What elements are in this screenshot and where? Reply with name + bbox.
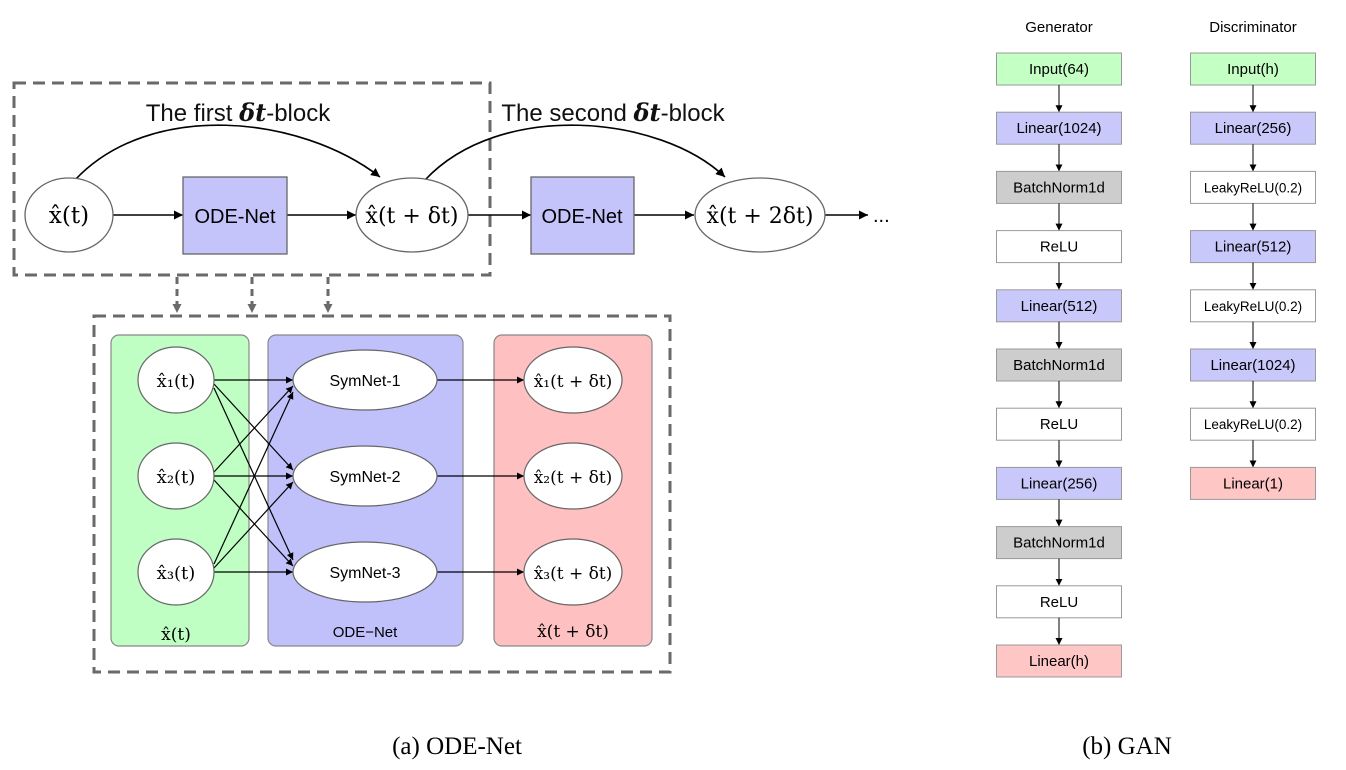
detail-block: x̂(t) ODE−Net x̂(t + δt) x̂₁(t) x̂₂(t) x̂₃…: [92, 314, 672, 674]
discriminator-layer-8: [1190, 466, 1316, 500]
generator-layer-1-label: Input(64): [1029, 61, 1089, 78]
generator-layer-5-label: Linear(512): [1021, 298, 1098, 315]
gan-diagram: Generator Discriminator Input(64) Linear(…: [996, 19, 1316, 678]
ode-net-box-2: [530, 176, 635, 255]
discriminator-layer-6-label: Linear(1024): [1210, 357, 1295, 374]
generator-layer-2: [996, 111, 1122, 145]
edge-in2-sym3: [213, 479, 294, 567]
symnet-edges: [213, 376, 524, 576]
first-block-label: The first δt-block: [146, 98, 331, 127]
discriminator-layer-1: [1190, 52, 1316, 86]
generator-layer-2-label: Linear(1024): [1016, 120, 1101, 137]
generator-stack: Input(64)Linear(1024)BatchNorm1dReLULine…: [996, 52, 1122, 678]
output-node-1-label: x̂₁(t + δt): [534, 372, 613, 392]
node-xt: [24, 177, 114, 253]
input-node-3-label: x̂₃(t): [157, 563, 196, 584]
generator-layer-7: [996, 407, 1122, 441]
caption-b: (b) GAN: [1082, 733, 1172, 760]
generator-layer-8-label: Linear(256): [1021, 475, 1098, 492]
node-xdt-label: x̂(t + δt): [366, 204, 459, 229]
generator-layer-3: [996, 170, 1122, 204]
generator-layer-1: [996, 52, 1122, 86]
output-panel-label: x̂(t + δt): [537, 622, 609, 642]
input-node-1-label: x̂₁(t): [157, 371, 196, 392]
output-node-2-label: x̂₂(t + δt): [534, 468, 613, 488]
generator-layer-5: [996, 289, 1122, 323]
skip-arrow-2: [424, 124, 726, 181]
generator-layer-11-label: Linear(h): [1029, 653, 1089, 670]
symnet-node-3: [292, 541, 438, 603]
discriminator-layer-4: [1190, 230, 1316, 264]
output-node-3-label: x̂₃(t + δt): [534, 564, 613, 584]
discriminator-stack: Input(h) Linear(256) LeakyReLU(0.2) Linear(…: [1190, 52, 1316, 500]
generator-title: Generator: [1025, 19, 1093, 36]
output-node-3: [523, 538, 623, 606]
edge-in1-sym3: [213, 387, 294, 561]
generator-layer-11: [996, 644, 1122, 678]
edge-in3-sym1: [213, 391, 294, 565]
generator-layer-6: [996, 348, 1122, 382]
ode-net-box-1-label: ODE-Net: [194, 206, 276, 228]
node-xt-label: x̂(t): [49, 203, 89, 229]
discriminator-layer-6: [1190, 348, 1316, 382]
generator-layer-4: [996, 230, 1122, 264]
detail-dashed-box: [92, 314, 672, 674]
generator-layer-6-label: BatchNorm1d: [1013, 357, 1105, 374]
detail-nodes: x̂₁(t) x̂₂(t) x̂₃(t) SymNet-1SymNet-2SymNet…: [137, 346, 623, 606]
discriminator-layer-2-label: Linear(256): [1215, 120, 1292, 137]
generator-layer-4-label: ReLU: [1040, 239, 1078, 256]
discriminator-layer-8-label: Linear(1): [1223, 475, 1283, 492]
discriminator-layer-3-label: LeakyReLU(0.2): [1204, 180, 1302, 195]
symnet-node-2: [292, 445, 438, 507]
output-node-2: [523, 442, 623, 510]
second-block-label: The second δt-block: [501, 98, 725, 127]
input-node-3: [137, 538, 215, 606]
symnet-node-2-label: SymNet-2: [329, 469, 400, 486]
symnet-node-1: [292, 349, 438, 411]
edge-in3-sym2: [213, 481, 294, 569]
caption-a: (a) ODE-Net: [392, 733, 522, 760]
node-x2dt-label: x̂(t + 2δt): [707, 204, 814, 229]
ode-net-box-1: [182, 176, 288, 255]
edge-in2-sym1: [213, 385, 294, 473]
symnet-node-3-label: SymNet-3: [329, 565, 400, 582]
input-node-1: [137, 346, 215, 414]
discriminator-layer-4-label: Linear(512): [1215, 239, 1292, 256]
discriminator-layer-1-label: Input(h): [1227, 61, 1279, 78]
first-block-dashed-box: [12, 81, 492, 277]
edge-in1-sym2: [213, 383, 294, 471]
input-panel-label: x̂(t): [161, 625, 191, 645]
ellipsis: ...: [873, 205, 890, 227]
output-node-1: [523, 346, 623, 414]
generator-layer-3-label: BatchNorm1d: [1013, 179, 1105, 196]
generator-layer-7-label: ReLU: [1040, 416, 1078, 433]
generator-layer-10-label: ReLU: [1040, 594, 1078, 611]
input-node-2-label: x̂₂(t): [157, 467, 196, 488]
generator-layer-10: [996, 585, 1122, 619]
generator-layer-9: [996, 526, 1122, 560]
generator-layer-9-label: BatchNorm1d: [1013, 535, 1105, 552]
node-xdt: [355, 177, 469, 253]
symnet-node-1-label: SymNet-1: [329, 373, 400, 390]
input-node-2: [137, 442, 215, 510]
discriminator-layer-7-label: LeakyReLU(0.2): [1204, 417, 1302, 432]
generator-layer-8: [996, 466, 1122, 500]
ode-net-panel-label: ODE−Net: [333, 624, 398, 641]
ode-net-box-2-label: ODE-Net: [541, 206, 623, 228]
discriminator-title: Discriminator: [1209, 19, 1297, 36]
discriminator-layer-5-label: LeakyReLU(0.2): [1204, 299, 1302, 314]
node-x2dt: [694, 177, 826, 253]
skip-arrow-1: [74, 124, 381, 181]
top-chain: The first δt-block The second δt-block x…: [12, 81, 890, 313]
